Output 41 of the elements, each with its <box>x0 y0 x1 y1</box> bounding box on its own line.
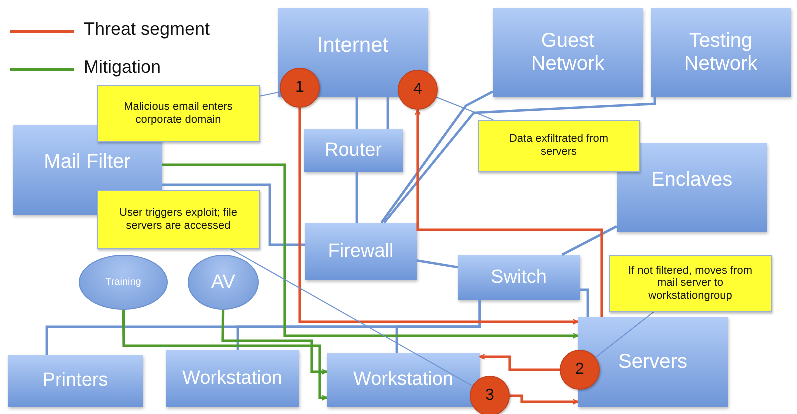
network-link <box>562 225 618 256</box>
callout-note: If not filtered, moves from mail server to workstationgroup <box>609 255 772 312</box>
callout-note: Data exfiltrated from servers <box>478 120 640 172</box>
step-badge: 2 <box>560 350 600 390</box>
network-link <box>356 97 358 129</box>
leader-line <box>260 92 281 97</box>
network-box: Router <box>304 129 403 172</box>
network-link <box>383 97 656 224</box>
flow-arrow <box>222 310 328 375</box>
callout-note: User triggers exploit; file servers are accessed <box>97 190 260 249</box>
network-link <box>416 260 458 269</box>
network-link <box>380 90 494 224</box>
network-box: Guest Network <box>493 8 643 97</box>
callout-note: Malicious email enters corporate domain <box>97 85 260 142</box>
network-box: Workstation <box>166 350 299 407</box>
leader-line <box>230 248 474 387</box>
step-badge: 4 <box>398 70 438 110</box>
flow-arrow <box>162 164 579 339</box>
step-badge: 3 <box>470 376 510 414</box>
network-link <box>386 97 390 129</box>
legend-label: Mitigation <box>84 57 162 78</box>
network-link <box>396 300 482 353</box>
flow-arrow <box>510 394 579 405</box>
network-box: Workstation <box>327 353 480 407</box>
network-link <box>162 184 305 246</box>
network-box: Printers <box>8 355 143 407</box>
flow-arrow <box>122 310 328 401</box>
network-link <box>356 172 358 223</box>
flow-arrow <box>479 354 560 372</box>
network-box: Firewall <box>305 223 417 280</box>
leader-line <box>595 312 655 358</box>
legend-label: Threat segment <box>84 19 210 40</box>
flow-arrow <box>415 109 604 317</box>
network-box: Switch <box>458 255 580 300</box>
network-box: Enclaves <box>617 143 767 232</box>
flow-arrow <box>298 108 579 325</box>
leader-line <box>436 96 494 120</box>
mitigation-ellipse: AV <box>188 255 259 310</box>
network-link <box>580 288 590 317</box>
network-box: Testing Network <box>651 8 791 97</box>
mitigation-ellipse: Training <box>79 255 168 310</box>
